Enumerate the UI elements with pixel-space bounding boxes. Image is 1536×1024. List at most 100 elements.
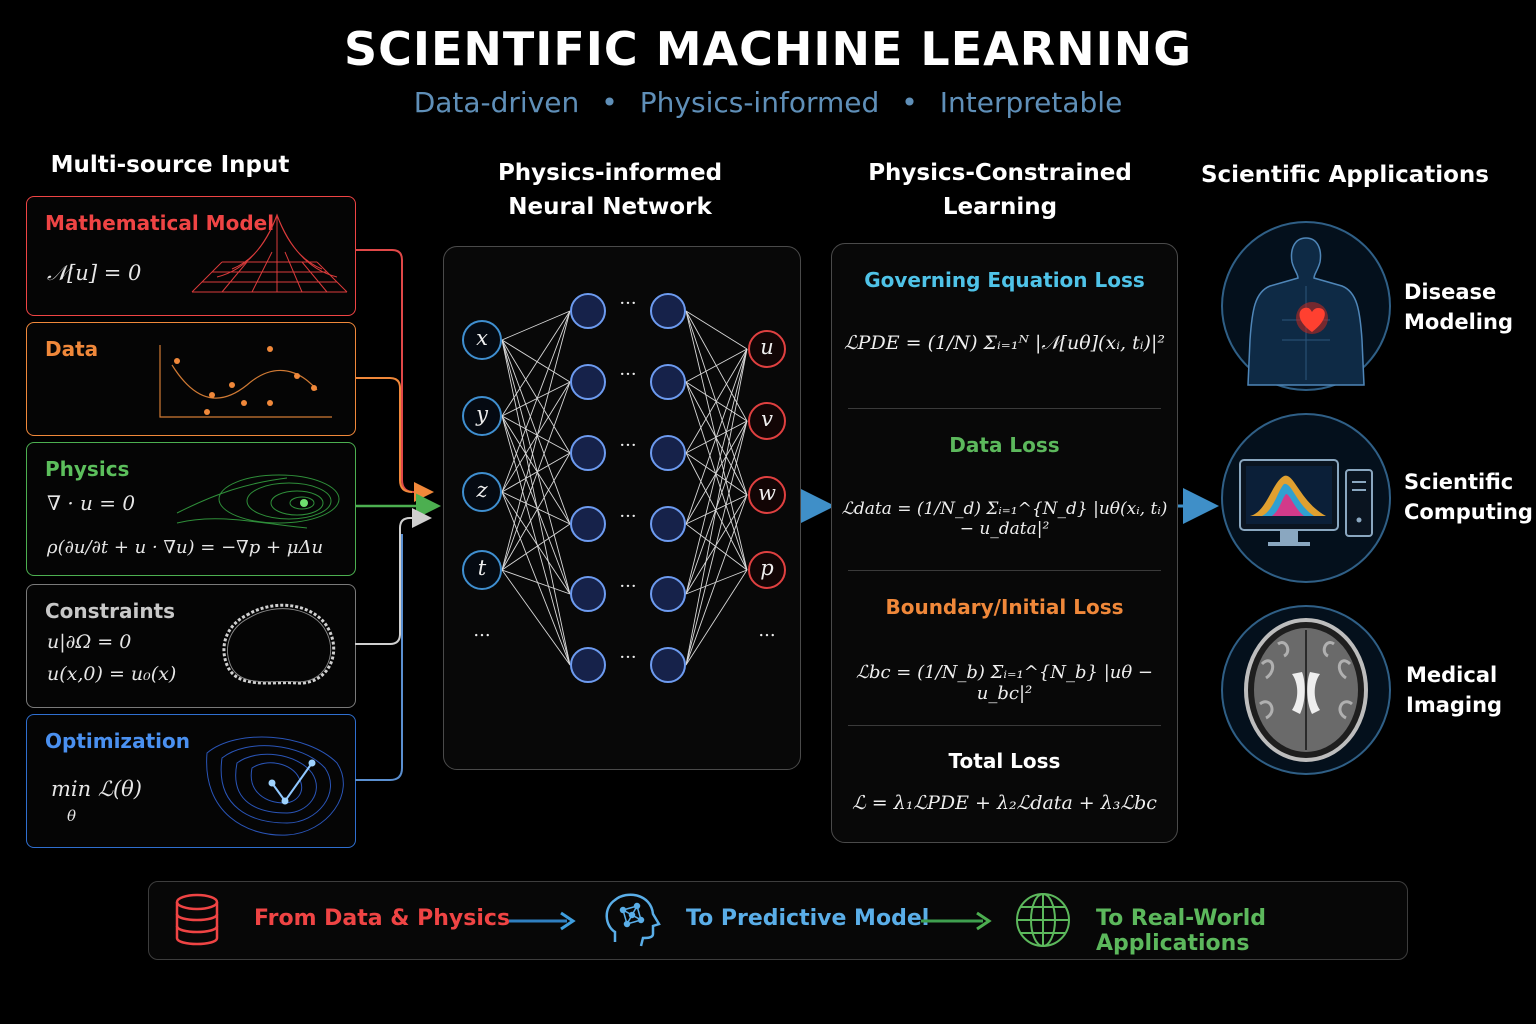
heading-line: Learning bbox=[942, 194, 1058, 220]
label-line: Modeling bbox=[1404, 310, 1513, 334]
hidden-ellipsis: ··· bbox=[619, 293, 637, 314]
page-title: SCIENTIFIC MACHINE LEARNING bbox=[343, 22, 1193, 76]
network-edge bbox=[685, 310, 748, 496]
database-icon bbox=[175, 893, 219, 946]
network-edge bbox=[685, 523, 748, 571]
output-node-w bbox=[748, 476, 786, 514]
network-edge bbox=[501, 491, 571, 525]
hidden-ellipsis: ··· bbox=[619, 647, 637, 668]
hidden-node bbox=[650, 576, 686, 612]
input-node-label: z bbox=[476, 478, 488, 502]
network-edge bbox=[685, 348, 748, 383]
heading-line: Neural Network bbox=[508, 194, 712, 220]
network-edge bbox=[501, 339, 571, 525]
hidden-ellipsis: ··· bbox=[619, 576, 637, 597]
equation-subscript: θ bbox=[67, 807, 77, 825]
network-edge bbox=[501, 339, 571, 383]
network-edge bbox=[501, 491, 571, 666]
output-node-label: v bbox=[761, 407, 773, 431]
app-label-medical-imaging: Medical Imaging bbox=[1406, 660, 1502, 720]
card-label: Optimization bbox=[45, 729, 190, 753]
card-label: Data bbox=[45, 337, 99, 361]
network-edge bbox=[685, 348, 748, 454]
card-label: Constraints bbox=[45, 599, 176, 623]
hidden-node bbox=[650, 435, 686, 471]
input-node-label: t bbox=[477, 556, 487, 580]
scientific-computing-icon bbox=[1221, 413, 1391, 583]
input-more-ellipsis: ... bbox=[473, 620, 491, 641]
loss-landscape-icon bbox=[206, 736, 344, 836]
hidden-node bbox=[570, 576, 606, 612]
loss-title-governing: Governing Equation Loss bbox=[864, 268, 1145, 292]
output-node-v bbox=[748, 402, 786, 440]
heading-physics-constrained-learning: Physics-Constrained Learning bbox=[840, 156, 1160, 224]
network-edge bbox=[685, 310, 748, 571]
input-node-label: x bbox=[476, 326, 488, 350]
step-to-predictive-model: To Predictive Model bbox=[686, 906, 930, 931]
app-label-scientific-computing: Scientific Computing bbox=[1404, 467, 1533, 527]
card-data: Data bbox=[26, 322, 356, 436]
network-edge bbox=[501, 310, 571, 571]
network-edge bbox=[685, 348, 748, 595]
hidden-node bbox=[570, 364, 606, 400]
loss-equation-total: ℒ = λ₁ℒPDE + λ₂ℒdata + λ₃ℒbc bbox=[852, 792, 1157, 814]
network-edge bbox=[685, 348, 748, 666]
hidden-ellipsis: ··· bbox=[619, 506, 637, 527]
equation: ∇ · u = 0 bbox=[47, 491, 136, 515]
boundary-domain-icon bbox=[222, 603, 336, 685]
hidden-node bbox=[650, 293, 686, 329]
input-node-label: y bbox=[476, 402, 488, 426]
network-edge bbox=[501, 339, 571, 595]
loss-title-total: Total Loss bbox=[948, 749, 1061, 773]
network-edge bbox=[501, 523, 571, 571]
card-constraints: Constraints u|∂Ω = 0 u(x,0) = u₀(x) bbox=[26, 584, 356, 708]
hidden-node bbox=[570, 293, 606, 329]
label-line: Medical bbox=[1406, 663, 1498, 687]
card-mathematical-model: Mathematical Model 𝒩[u] = 0 bbox=[26, 196, 356, 316]
divider bbox=[848, 725, 1161, 726]
input-node-t bbox=[462, 550, 502, 590]
app-label-disease-modeling: Disease Modeling bbox=[1404, 277, 1513, 337]
step-from-data-physics: From Data & Physics bbox=[254, 906, 511, 931]
network-edge bbox=[685, 494, 748, 525]
label-line: Computing bbox=[1404, 500, 1533, 524]
card-optimization: Optimization min ℒ(θ) θ bbox=[26, 714, 356, 848]
hidden-node bbox=[570, 435, 606, 471]
network-edge bbox=[501, 381, 571, 571]
hidden-node bbox=[570, 647, 606, 683]
bullet-dot: • bbox=[601, 86, 618, 119]
hidden-node bbox=[650, 647, 686, 683]
output-more-ellipsis: ... bbox=[758, 620, 776, 641]
label-line: Scientific bbox=[1404, 470, 1514, 494]
network-edge bbox=[501, 381, 571, 417]
heading-scientific-applications: Scientific Applications bbox=[1200, 162, 1490, 188]
input-node-x bbox=[462, 320, 502, 360]
network-edge bbox=[685, 381, 748, 496]
network-edge bbox=[501, 569, 571, 666]
equation: ρ(∂u/∂t + u · ∇u) = −∇p + μΔu bbox=[47, 537, 324, 558]
step-to-real-world-applications: To Real-World Applications bbox=[1096, 906, 1266, 956]
loss-title-boundary: Boundary/Initial Loss bbox=[885, 595, 1124, 619]
scatter-plot-icon bbox=[159, 345, 332, 418]
flow-field-icon bbox=[176, 474, 340, 529]
loss-equation-pde: ℒPDE = (1/N) Σᵢ₌₁ᴺ |𝒩[uθ](xᵢ, tᵢ)|² bbox=[844, 332, 1165, 354]
loss-panel: Governing Equation Loss ℒPDE = (1/N) Σᵢ₌… bbox=[831, 243, 1178, 843]
network-edge bbox=[501, 491, 571, 595]
network-edge bbox=[501, 310, 571, 493]
equation: u|∂Ω = 0 bbox=[47, 631, 132, 653]
output-node-label: u bbox=[760, 335, 774, 359]
neural-network-panel bbox=[443, 246, 801, 770]
card-label: Mathematical Model bbox=[45, 211, 275, 235]
network-edge bbox=[501, 452, 571, 571]
hidden-ellipsis: ··· bbox=[619, 364, 637, 385]
network-edge bbox=[501, 415, 571, 595]
equation: min ℒ(θ) bbox=[51, 777, 142, 801]
head-network-icon bbox=[605, 893, 661, 947]
network-edge bbox=[501, 339, 571, 666]
network-edge bbox=[501, 569, 571, 595]
pipeline-banner: From Data & Physics To Predictive Model … bbox=[148, 881, 1408, 960]
hidden-ellipsis: ··· bbox=[619, 435, 637, 456]
medical-imaging-icon bbox=[1221, 605, 1391, 775]
network-edge bbox=[685, 452, 748, 496]
